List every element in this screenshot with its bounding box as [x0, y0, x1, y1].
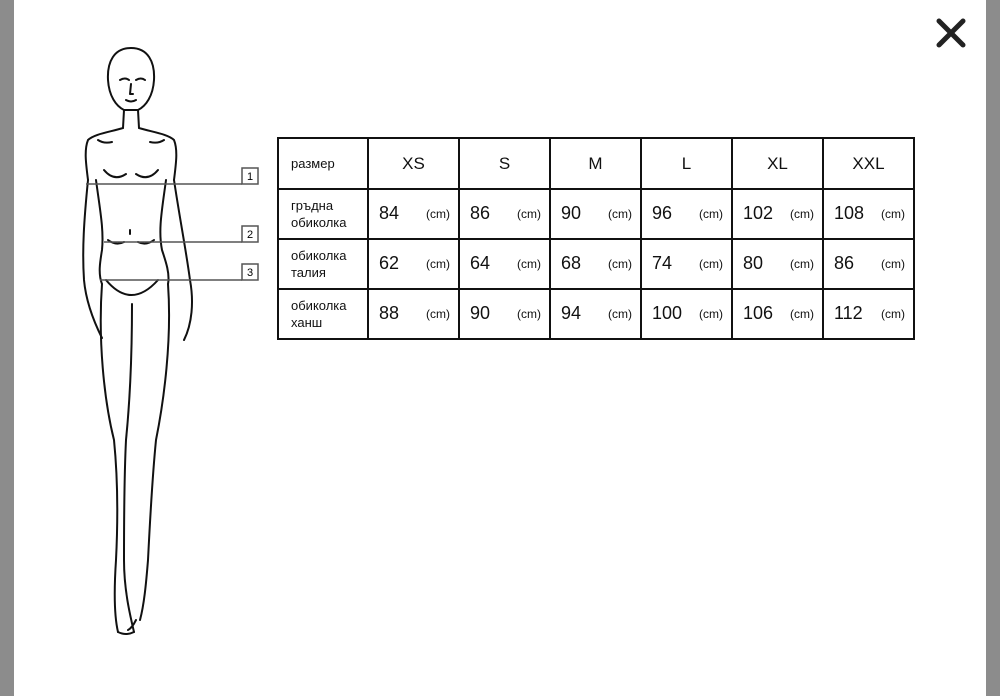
table-cell: 90 (cm)	[549, 188, 642, 240]
table-cell: 100 (cm)	[640, 288, 733, 340]
cell-unit: (cm)	[790, 307, 814, 321]
table-cell: 94 (cm)	[549, 288, 642, 340]
cell-unit: (cm)	[699, 257, 723, 271]
cell-value: 80	[743, 253, 764, 273]
size-l: L	[640, 137, 733, 190]
cell-unit: (cm)	[426, 207, 450, 221]
cell-unit: (cm)	[790, 257, 814, 271]
cell-value: 94	[561, 303, 582, 323]
marker-3: 3	[247, 267, 253, 279]
cell-unit: (cm)	[517, 257, 541, 271]
table-header-row: размер XS S M L XL XXL	[277, 137, 915, 190]
cell-value: 90	[470, 303, 491, 323]
cell-value: 86	[470, 203, 491, 223]
size-m: M	[549, 137, 642, 190]
cell-unit: (cm)	[699, 307, 723, 321]
table-cell: 64 (cm)	[458, 238, 551, 290]
cell-value: 74	[652, 253, 673, 273]
table-cell: 88 (cm)	[367, 288, 460, 340]
marker-1: 1	[247, 171, 253, 183]
table-cell: 86 (cm)	[822, 238, 915, 290]
cell-unit: (cm)	[881, 257, 905, 271]
cell-unit: (cm)	[699, 207, 723, 221]
size-xxl: XXL	[822, 137, 915, 190]
table-cell: 68 (cm)	[549, 238, 642, 290]
cell-unit: (cm)	[608, 207, 632, 221]
cell-unit: (cm)	[881, 307, 905, 321]
table-cell: 102 (cm)	[731, 188, 824, 240]
cell-unit: (cm)	[517, 307, 541, 321]
cell-value: 68	[561, 253, 582, 273]
table-cell: 74 (cm)	[640, 238, 733, 290]
cell-value: 84	[379, 203, 400, 223]
table-cell: 62 (cm)	[367, 238, 460, 290]
cell-unit: (cm)	[881, 207, 905, 221]
cell-value: 90	[561, 203, 582, 223]
cell-value: 100	[652, 303, 683, 323]
cell-unit: (cm)	[608, 307, 632, 321]
cell-unit: (cm)	[790, 207, 814, 221]
cell-unit: (cm)	[426, 307, 450, 321]
cell-value: 106	[743, 303, 774, 323]
size-xs: XS	[367, 137, 460, 190]
cell-value: 86	[834, 253, 855, 273]
table-cell: 86 (cm)	[458, 188, 551, 240]
close-icon[interactable]	[934, 16, 968, 50]
cell-unit: (cm)	[608, 257, 632, 271]
size-xl: XL	[731, 137, 824, 190]
table-cell: 108 (cm)	[822, 188, 915, 240]
cell-value: 102	[743, 203, 774, 223]
table-cell: 96 (cm)	[640, 188, 733, 240]
cell-value: 96	[652, 203, 673, 223]
cell-unit: (cm)	[426, 257, 450, 271]
table-cell: 80 (cm)	[731, 238, 824, 290]
table-cell: 106 (cm)	[731, 288, 824, 340]
size-s: S	[458, 137, 551, 190]
body-figure-illustration: 1 2 3	[82, 47, 259, 635]
cell-value: 62	[379, 253, 400, 273]
cell-value: 64	[470, 253, 491, 273]
marker-2: 2	[247, 229, 253, 241]
table-cell: 112 (cm)	[822, 288, 915, 340]
cell-value: 108	[834, 203, 865, 223]
cell-unit: (cm)	[517, 207, 541, 221]
cell-value: 88	[379, 303, 400, 323]
header-size-label: размер	[277, 137, 369, 190]
table-cell: 84 (cm)	[367, 188, 460, 240]
cell-value: 112	[834, 303, 863, 323]
table-cell: 90 (cm)	[458, 288, 551, 340]
